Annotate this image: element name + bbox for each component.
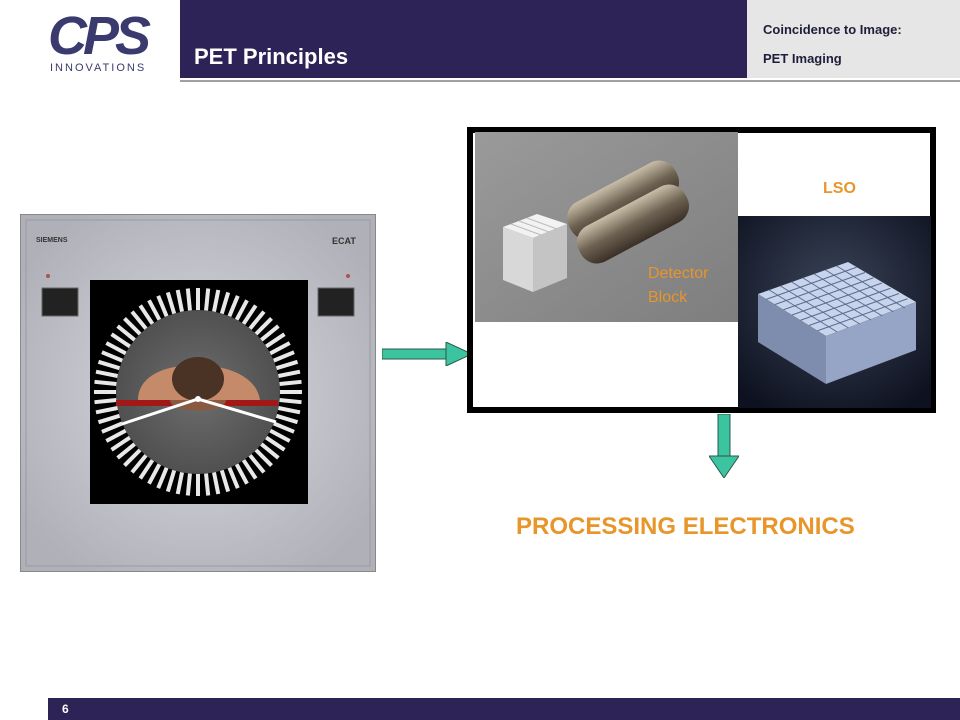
left-display bbox=[41, 287, 79, 317]
lso-crystal-photo bbox=[738, 216, 931, 408]
logo-mark: CPS bbox=[48, 6, 151, 66]
logo-subtext: INNOVATIONS bbox=[50, 62, 147, 74]
crystal-cube bbox=[503, 214, 567, 292]
arrow-right bbox=[382, 342, 472, 366]
section-heading: Coincidence to Image: bbox=[763, 22, 902, 37]
pmt-tubes bbox=[566, 160, 690, 264]
lso-crystal-grid bbox=[766, 265, 908, 333]
arrow-down bbox=[709, 414, 739, 478]
right-display bbox=[317, 287, 355, 317]
detector-ring bbox=[94, 288, 302, 496]
scanner-model-label: ECAT bbox=[332, 236, 356, 246]
scanner-brand-label: SIEMENS bbox=[36, 237, 68, 244]
page-number: 6 bbox=[62, 702, 69, 716]
detector-label-line2: Block bbox=[648, 289, 688, 306]
header-divider bbox=[180, 80, 960, 82]
title-bar: PET Principles bbox=[180, 0, 747, 78]
section-subheading: PET Imaging bbox=[763, 51, 842, 66]
pet-scanner-image: SIEMENS ECAT bbox=[20, 214, 376, 572]
detector-block-label: Detector Block bbox=[648, 262, 708, 310]
detector-block-photo bbox=[475, 132, 738, 322]
slide-title: PET Principles bbox=[194, 44, 349, 69]
company-logo: CPS INNOVATIONS bbox=[0, 0, 180, 80]
lso-label: LSO bbox=[823, 180, 856, 197]
section-box: Coincidence to Image: PET Imaging bbox=[747, 0, 960, 78]
footer-bar: 6 bbox=[48, 698, 960, 720]
processing-electronics-label: PROCESSING ELECTRONICS bbox=[516, 513, 855, 540]
detector-label-line1: Detector bbox=[648, 265, 709, 282]
